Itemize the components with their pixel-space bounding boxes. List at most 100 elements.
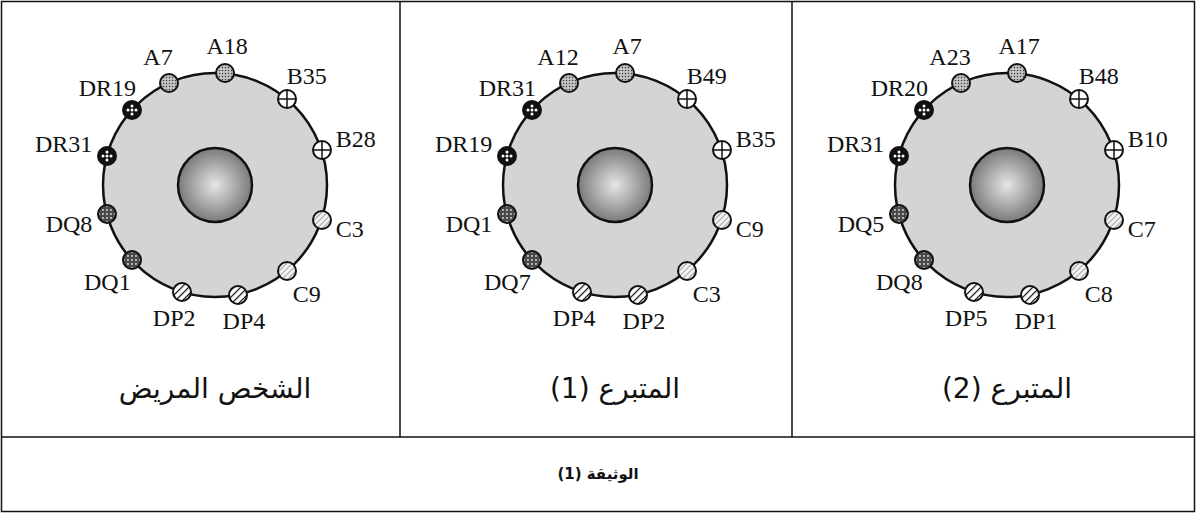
hla-marker: B48	[1069, 89, 1089, 109]
marker-cross	[1078, 91, 1080, 108]
marker-dot	[922, 109, 925, 112]
marker-label: B28	[336, 127, 376, 151]
marker-symbol	[159, 73, 179, 93]
marker-symbol	[277, 89, 297, 109]
marker-symbol	[122, 250, 142, 270]
marker-dot	[526, 109, 529, 112]
marker-label: A7	[612, 34, 641, 58]
marker-dot	[530, 105, 533, 108]
hla-marker: DP4	[572, 282, 592, 302]
marker-symbol	[677, 261, 697, 281]
marker-symbol	[1104, 210, 1124, 230]
marker-label: C9	[293, 282, 321, 306]
marker-label: C9	[736, 217, 764, 241]
row-divider	[2, 436, 1195, 438]
marker-label: A18	[206, 34, 247, 58]
marker-disc	[1105, 141, 1123, 159]
hla-marker: A7	[159, 73, 179, 93]
hla-marker: DP2	[628, 285, 648, 305]
marker-dot	[505, 151, 508, 154]
cell-membrane	[103, 73, 327, 297]
marker-symbol	[914, 250, 934, 270]
hla-marker: B35	[277, 89, 297, 109]
marker-dot	[130, 109, 133, 112]
cell-nucleus	[578, 148, 652, 222]
marker-label: B48	[1079, 64, 1119, 88]
marker-label: DP4	[553, 306, 596, 330]
marker-symbol	[497, 204, 517, 224]
marker-disc	[915, 101, 933, 119]
marker-label: DQ8	[876, 270, 923, 294]
hla-marker: DQ1	[497, 204, 517, 224]
hla-marker: DR31	[889, 146, 909, 166]
marker-disc	[216, 64, 234, 82]
comparison-panel: المتبرع (2)A23A17B48B10C7C8DP1DP5DQ8DQ5D…	[792, 0, 1196, 437]
cell-illustration	[895, 73, 1119, 297]
marker-symbol	[215, 63, 235, 83]
cell-illustration	[503, 73, 727, 297]
marker-dot	[893, 155, 896, 158]
marker-label: DP5	[945, 306, 988, 330]
marker-label: DQ8	[46, 212, 93, 236]
marker-disc	[313, 211, 331, 229]
marker-dot	[509, 155, 512, 158]
marker-symbol	[1007, 63, 1027, 83]
marker-symbol	[914, 100, 934, 120]
marker-disc	[229, 286, 247, 304]
marker-label: DR19	[79, 76, 136, 100]
marker-dot	[130, 113, 133, 116]
column-divider	[791, 2, 793, 438]
marker-label: A17	[998, 34, 1039, 58]
marker-disc	[890, 147, 908, 165]
marker-label: A23	[929, 45, 970, 69]
document-caption: الوثيقة (1)	[557, 465, 638, 483]
marker-label: A7	[143, 45, 172, 69]
hla-marker: DQ8	[914, 250, 934, 270]
hla-marker: B35	[712, 140, 732, 160]
marker-disc	[160, 74, 178, 92]
marker-disc	[1105, 211, 1123, 229]
marker-symbol	[559, 73, 579, 93]
marker-label: DP1	[1015, 309, 1058, 333]
marker-label: B10	[1128, 127, 1168, 151]
marker-disc	[173, 283, 191, 301]
panel-title: المتبرع (1)	[550, 372, 680, 406]
marker-symbol	[889, 146, 909, 166]
marker-symbol	[677, 89, 697, 109]
marker-symbol	[172, 282, 192, 302]
marker-disc	[98, 205, 116, 223]
marker-disc	[678, 90, 696, 108]
marker-disc	[573, 283, 591, 301]
marker-cross	[686, 91, 688, 108]
marker-symbol	[522, 250, 542, 270]
marker-symbol	[712, 210, 732, 230]
marker-disc	[1070, 262, 1088, 280]
comparison-panel: المتبرع (1)A12A7B49B35C9C3DP2DP4DQ7DQ1DR…	[400, 0, 792, 437]
hla-marker: C8	[1069, 261, 1089, 281]
cell-nucleus	[970, 148, 1044, 222]
marker-label: C3	[336, 217, 364, 241]
comparison-panel: الشخص المريضA7A18B35B28C3C9DP4DP2DQ1DQ8D…	[0, 0, 400, 437]
marker-symbol	[1069, 261, 1089, 281]
marker-dot	[530, 109, 533, 112]
marker-label: C3	[693, 282, 721, 306]
hla-marker: DP4	[228, 285, 248, 305]
marker-dot	[126, 109, 129, 112]
marker-disc	[498, 205, 516, 223]
marker-disc	[123, 101, 141, 119]
marker-disc	[523, 251, 541, 269]
marker-symbol	[522, 100, 542, 120]
marker-symbol	[497, 146, 517, 166]
marker-disc	[713, 141, 731, 159]
hla-marker: C9	[277, 261, 297, 281]
marker-dot	[105, 159, 108, 162]
marker-dot	[918, 109, 921, 112]
marker-disc	[313, 141, 331, 159]
hla-marker: DR31	[97, 146, 117, 166]
hla-marker: DP2	[172, 282, 192, 302]
panel-title: الشخص المريض	[119, 372, 312, 406]
marker-symbol	[122, 100, 142, 120]
hla-marker: C7	[1104, 210, 1124, 230]
marker-dot	[897, 155, 900, 158]
marker-disc	[713, 211, 731, 229]
